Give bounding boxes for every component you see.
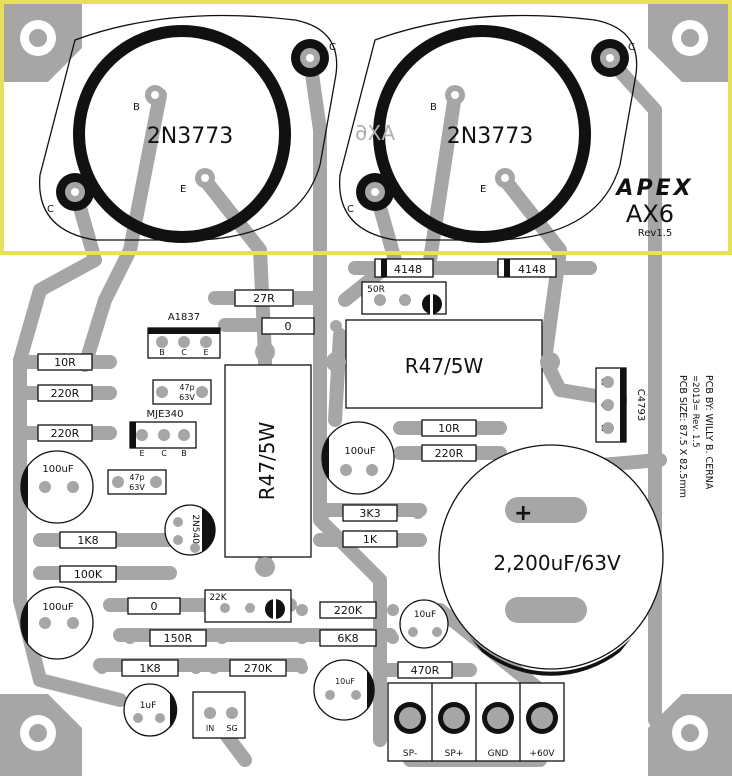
revision-label: Rev1.5 xyxy=(638,228,672,239)
pin-c-label: C xyxy=(628,42,635,53)
transistor-pads xyxy=(56,39,629,211)
transistor-label: 2N5401 xyxy=(190,514,200,549)
pin-label: C xyxy=(181,348,187,357)
cap-value: 10uF xyxy=(414,610,436,620)
cap-2200uf: + 2,200uF/63V xyxy=(438,444,664,676)
pin-e-label: E xyxy=(480,184,486,195)
cap-voltage: 63V xyxy=(179,393,195,402)
cap-10uf-a: 10uF xyxy=(399,599,449,649)
resistor-0-top: 0 xyxy=(285,320,292,333)
resistor-r47-5w-h: R47/5W xyxy=(405,354,484,378)
transistor-part-label: 2N3773 xyxy=(147,124,233,149)
terminal-sp-minus: SP- xyxy=(403,749,417,759)
cap-value: 47p xyxy=(179,383,194,392)
cap-100uf-left-bottom: 100uF xyxy=(20,586,94,660)
resistor-150r: 150R xyxy=(164,632,193,645)
input-header: IN SG xyxy=(192,691,246,739)
resistor-100k: 100K xyxy=(74,568,103,581)
brand-mirror-text: AX6 xyxy=(355,121,395,145)
cap-10uf-b: 10uF xyxy=(313,659,375,721)
resistor-270k: 270K xyxy=(244,662,273,675)
brand-logo: AX6 APEX AX6 Rev1.5 xyxy=(355,121,693,239)
diode-label: 4148 xyxy=(394,263,422,276)
pin-label: B xyxy=(181,449,187,458)
diode-2: 4148 xyxy=(497,258,557,278)
cap-100uf-center: 100uF xyxy=(321,421,395,495)
transistor-part-label: 2N3773 xyxy=(447,124,533,149)
cap-value: 100uF xyxy=(344,446,375,457)
terminal-sp-plus: SP+ xyxy=(445,749,464,759)
resistor-1k: 1K xyxy=(363,533,378,546)
resistor-r47-5w-v: R47/5W xyxy=(255,421,279,500)
resistor-0-bottom: 0 xyxy=(151,600,158,613)
cap-value: 10uF xyxy=(335,677,355,686)
ic-label: A1837 xyxy=(168,312,200,323)
cap-value: 100uF xyxy=(42,602,73,613)
resistor-6k8: 6K8 xyxy=(337,632,358,645)
credits-line-3: PCB SIZE: 87.5 X 82.5mm xyxy=(677,375,688,498)
cap-value: 100uF xyxy=(42,464,73,475)
cap-voltage: 63V xyxy=(129,483,145,492)
pin-label: B xyxy=(159,348,165,357)
resistor-3k3: 3K3 xyxy=(359,507,380,520)
ic-label: C4793 xyxy=(635,389,646,421)
terminal-block: SP- SP+ GND +60V xyxy=(387,682,565,762)
credits-line-2: =2013= Rev. 1.5 xyxy=(690,375,700,448)
transistor-rings xyxy=(73,25,591,243)
resistor-10r-right: 10R xyxy=(438,422,460,435)
diode-label: 4148 xyxy=(518,263,546,276)
resistor-220r-a: 220R xyxy=(51,387,80,400)
resistor-470r: 470R xyxy=(411,664,440,677)
brand-name: APEX xyxy=(614,176,693,201)
resistor-27r: 27R xyxy=(253,292,275,305)
model-name: AX6 xyxy=(626,200,674,228)
cap-value: 1uF xyxy=(140,701,157,711)
highlight-box xyxy=(0,0,732,255)
mounting-hole-centers xyxy=(29,29,699,742)
cap-100uf-left-top: 100uF xyxy=(20,450,94,524)
resistor-10r-left: 10R xyxy=(54,356,76,369)
resistor-220r-b: 220R xyxy=(51,427,80,440)
resistor-bodies xyxy=(37,289,477,679)
resistor-labels: 27R 0 10R 220R 220R 10R 220R 3K3 1K 1K8 … xyxy=(51,292,464,677)
trimmer-label: 22K xyxy=(209,593,227,603)
cap-value: 47p xyxy=(129,473,144,482)
input-pin-in: IN xyxy=(206,724,214,733)
power-resistor-vertical: R47/5W xyxy=(224,364,312,558)
pin-c-label: C xyxy=(347,204,354,215)
pin-label: C xyxy=(161,449,167,458)
ic-label: MJE340 xyxy=(147,409,184,420)
ic-a1837: A1837 B C E xyxy=(147,312,221,359)
transistor-right: 2N3773 B C C E xyxy=(347,42,635,215)
pin-b-label: B xyxy=(430,102,437,113)
terminal-gnd: GND xyxy=(488,749,509,759)
diode-1: 4148 xyxy=(374,258,434,278)
trimmer-label: 50R xyxy=(367,285,385,295)
transistor-left: 2N3773 B C C E xyxy=(47,42,336,215)
resistor-220k: 220K xyxy=(334,604,363,617)
component-pads xyxy=(14,262,614,723)
cap-1uf: 1uF xyxy=(123,683,178,737)
power-resistor-horizontal: R47/5W xyxy=(345,319,543,409)
cap-plus: + xyxy=(514,501,532,526)
terminal-plus-60v: +60V xyxy=(529,749,555,759)
pin-c-label: C xyxy=(47,204,54,215)
pin-b-label: B xyxy=(133,102,140,113)
transistor-outlines xyxy=(38,14,638,241)
cap-value: 2,200uF/63V xyxy=(493,551,621,575)
resistor-1k8-b: 1K8 xyxy=(139,662,160,675)
credits-line-1: PCB BY: WILLY B. CERNA xyxy=(703,375,714,490)
pin-e-label: E xyxy=(180,184,186,195)
resistor-1k8-a: 1K8 xyxy=(77,534,98,547)
pin-label: E xyxy=(203,348,208,357)
pin-c-label: C xyxy=(329,42,336,53)
input-pin-sg: SG xyxy=(226,724,237,733)
resistor-220r-right: 220R xyxy=(435,447,464,460)
credits: PCB BY: WILLY B. CERNA =2013= Rev. 1.5 P… xyxy=(677,375,714,498)
pin-label: E xyxy=(139,449,144,458)
